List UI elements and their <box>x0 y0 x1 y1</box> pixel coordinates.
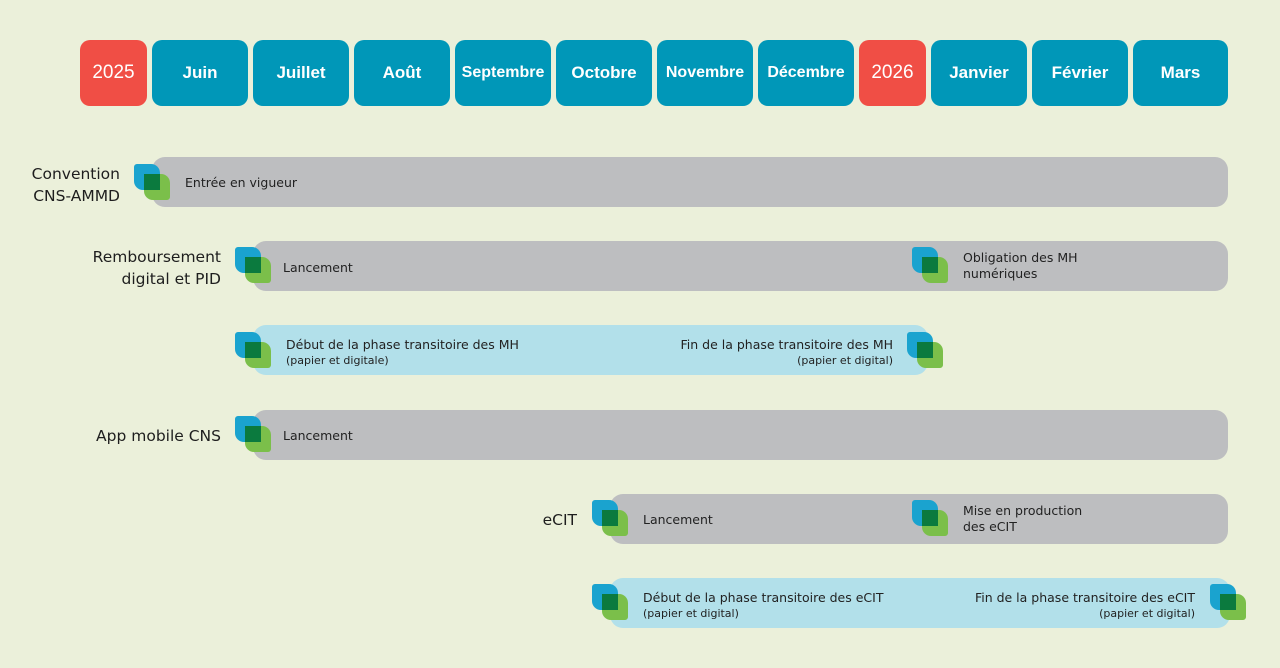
event-line2: (papier et digital) <box>797 354 893 367</box>
header-month-mars: Mars <box>1133 40 1228 106</box>
event-line2: des eCIT <box>963 519 1017 534</box>
milestone-icon <box>592 500 630 538</box>
row-label-line2: CNS-AMMD <box>33 187 120 205</box>
header-month-juillet: Juillet <box>253 40 349 106</box>
milestone-icon <box>235 247 273 285</box>
header-month-fevrier: Février <box>1032 40 1128 106</box>
milestone-icon <box>1210 584 1248 622</box>
header-month-decembre: Décembre <box>758 40 854 106</box>
ecit-transition-start: Début de la phase transitoire des eCIT (… <box>643 590 883 622</box>
row-label-line2: digital et PID <box>121 270 222 288</box>
header-month-juin: Juin <box>152 40 248 106</box>
ecit-transition-end: Fin de la phase transitoire des eCIT (pa… <box>950 590 1195 622</box>
header-year-2025: 2025 <box>80 40 147 106</box>
event-line2: (papier et digital) <box>1099 607 1195 620</box>
row-label-line1: Remboursement <box>92 248 221 266</box>
event-line2: (papier et digitale) <box>286 354 389 367</box>
milestone-icon <box>907 332 945 370</box>
timeline-header: 2025 Juin Juillet Août Septembre Octobre… <box>0 0 1280 120</box>
row-label-remboursement: Remboursement digital et PID <box>60 246 221 290</box>
event-line1: Obligation des MH <box>963 250 1078 265</box>
app-mobile-bar <box>253 410 1228 460</box>
row-label-app-mobile: App mobile CNS <box>96 427 221 445</box>
milestone-icon <box>912 247 950 285</box>
header-month-septembre: Septembre <box>455 40 551 106</box>
event-line2: numériques <box>963 266 1038 281</box>
milestone-icon <box>134 164 172 202</box>
header-month-janvier: Janvier <box>931 40 1027 106</box>
mh-transition-end: Fin de la phase transitoire des MH (papi… <box>660 337 894 369</box>
milestone-icon <box>235 416 273 454</box>
convention-event-entree: Entrée en vigueur <box>185 175 298 190</box>
remboursement-event-lancement: Lancement <box>283 260 353 275</box>
row-label-convention: Convention CNS-AMMD <box>10 163 120 207</box>
ecit-event-lancement: Lancement <box>643 512 713 527</box>
header-month-octobre: Octobre <box>556 40 652 106</box>
row-label-line1: Convention <box>31 165 120 183</box>
event-line1: Mise en production <box>963 503 1083 518</box>
milestone-icon <box>235 332 273 370</box>
event-line2: (papier et digital) <box>643 607 739 620</box>
header-month-aout: Août <box>354 40 450 106</box>
remboursement-bar <box>253 241 1228 291</box>
milestone-icon <box>912 500 950 538</box>
row-label-ecit: eCIT <box>542 511 577 529</box>
mh-transition-start: Début de la phase transitoire des MH (pa… <box>286 337 519 369</box>
remboursement-event-obligation: Obligation des MH numériques <box>963 250 1078 282</box>
mh-transition-bar <box>253 325 928 375</box>
event-line1: Début de la phase transitoire des eCIT <box>643 590 884 605</box>
event-line1: Fin de la phase transitoire des MH <box>680 337 894 352</box>
ecit-event-production: Mise en production des eCIT <box>963 503 1082 535</box>
ecit-transition-bar <box>610 578 1230 628</box>
app-mobile-event-lancement: Lancement <box>283 428 353 443</box>
event-line1: Début de la phase transitoire des MH <box>286 337 519 352</box>
event-line1: Fin de la phase transitoire des eCIT <box>974 590 1195 605</box>
milestone-icon <box>592 584 630 622</box>
header-month-novembre: Novembre <box>657 40 753 106</box>
header-year-2026: 2026 <box>859 40 926 106</box>
convention-bar <box>152 157 1228 207</box>
